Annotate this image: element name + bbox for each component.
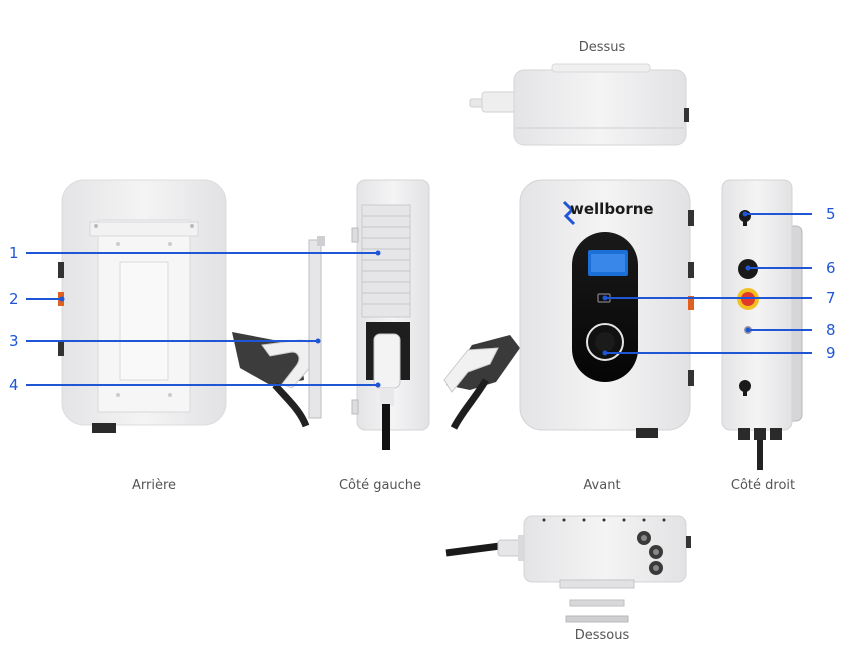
top-view bbox=[469, 63, 689, 146]
label-right-view: Côté droit bbox=[730, 478, 796, 493]
callout-number-9: 9 bbox=[826, 344, 836, 362]
label-front-view: Avant bbox=[583, 478, 621, 493]
left-side-view bbox=[232, 179, 430, 450]
front-view: wellborne bbox=[443, 179, 694, 438]
callout-number-8: 8 bbox=[826, 321, 836, 339]
callout-number-5: 5 bbox=[826, 205, 836, 223]
label-back-view: Arrière bbox=[131, 478, 177, 493]
label-left-view: Côté gauche bbox=[338, 478, 422, 493]
callout-dots bbox=[59, 211, 751, 388]
callout-number-3: 3 bbox=[9, 332, 19, 350]
callout-number-7: 7 bbox=[826, 289, 836, 307]
callout-number-1: 1 bbox=[9, 244, 19, 262]
bottom-view bbox=[445, 515, 691, 623]
right-side-view bbox=[721, 179, 803, 470]
callout-lines bbox=[26, 213, 812, 386]
label-bottom-view: Dessous bbox=[574, 628, 630, 643]
label-top-view: Dessus bbox=[578, 40, 626, 55]
back-view bbox=[58, 179, 227, 433]
brand-logo: wellborne bbox=[570, 200, 654, 218]
callout-number-6: 6 bbox=[826, 259, 836, 277]
callout-number-2: 2 bbox=[9, 290, 19, 308]
callout-number-4: 4 bbox=[9, 376, 19, 394]
